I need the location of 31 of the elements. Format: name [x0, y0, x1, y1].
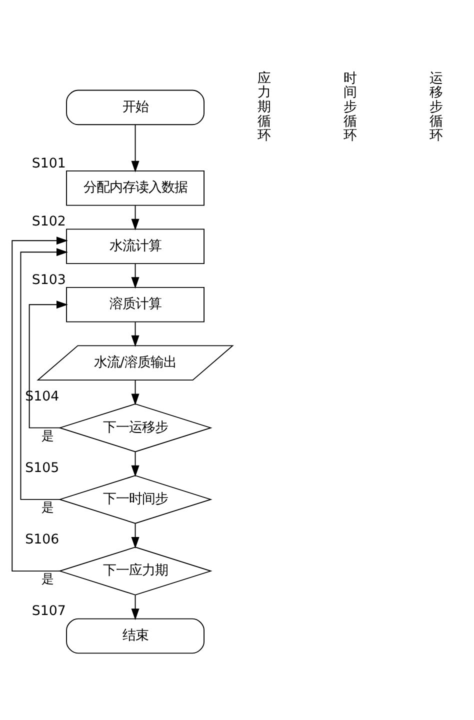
- node-label: S107: [32, 604, 66, 619]
- arrow: [131, 594, 140, 620]
- node-diamond: 下一时间步: [58, 474, 212, 524]
- arrow: [28, 300, 68, 428]
- arrow: [131, 451, 140, 476]
- arrow: [12, 236, 68, 572]
- node-label: S102: [32, 214, 66, 230]
- label: 时间步循环: [344, 70, 357, 144]
- node-label: S105: [25, 460, 60, 476]
- node-label: S106: [25, 532, 60, 548]
- node-label: S103: [32, 272, 66, 288]
- arrow: [131, 522, 140, 548]
- arrow: [131, 321, 140, 346]
- node-diamond: 下一应力期: [58, 546, 212, 595]
- edge-label: 是: [41, 498, 54, 514]
- arrow: [131, 204, 140, 230]
- node-diamond: 下一运移步: [58, 402, 212, 452]
- node-box: 水流计算: [66, 228, 205, 264]
- arrow: [131, 124, 140, 172]
- node-box: 溶质计算: [66, 286, 205, 322]
- arrow: [20, 248, 68, 500]
- arrow: [131, 379, 140, 405]
- node-box: 分配内存读入数据: [66, 170, 205, 206]
- node-box: 开始: [66, 89, 205, 125]
- label: 运移步循环: [430, 70, 443, 144]
- node-box: 结束: [66, 618, 205, 654]
- edge-label: 是: [41, 570, 54, 586]
- node-label: S101: [32, 156, 66, 171]
- label: 应力期循环: [258, 70, 271, 144]
- arrow: [131, 262, 140, 288]
- edge-label: 是: [41, 427, 54, 442]
